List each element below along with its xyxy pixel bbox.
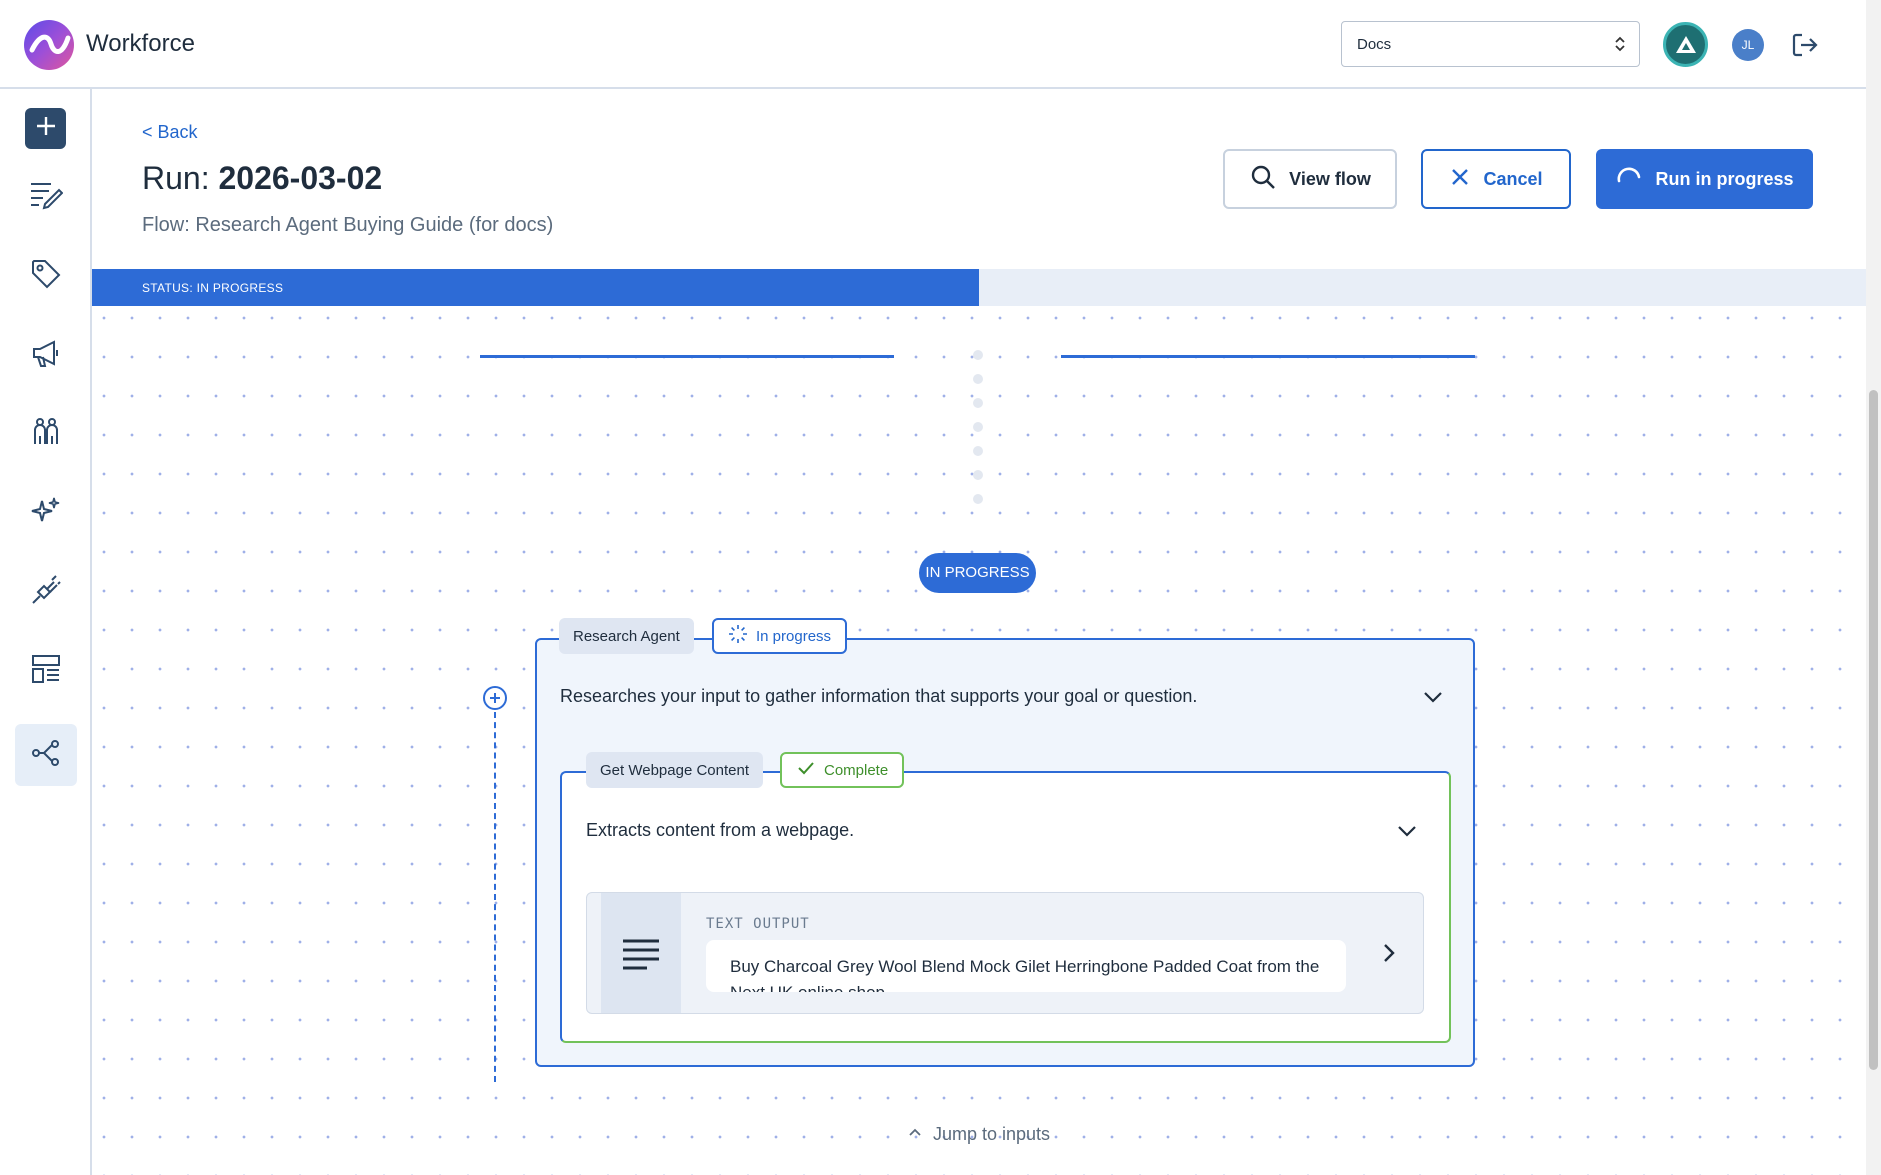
- timeline-dashed-line: [494, 712, 496, 1082]
- jump-to-inputs-label: Jump to inputs: [933, 1124, 1050, 1145]
- flow-subtitle: Flow: Research Agent Buying Guide (for d…: [142, 214, 553, 237]
- spinner-icon: [1615, 163, 1655, 196]
- view-flow-button[interactable]: View flow: [1223, 149, 1397, 209]
- sidebar-item-edit[interactable]: [15, 166, 77, 228]
- page-title: Run: 2026-03-02: [142, 160, 382, 197]
- tool-step-status: Complete: [780, 752, 904, 788]
- logout-icon[interactable]: [1790, 30, 1820, 65]
- megaphone-icon: [30, 337, 62, 374]
- step-timeline: [483, 686, 507, 710]
- sidebar: [0, 89, 92, 1175]
- workspace-select[interactable]: Docs: [1341, 21, 1640, 67]
- view-flow-label: View flow: [1289, 169, 1371, 190]
- chevron-down-icon[interactable]: [1396, 820, 1418, 847]
- agent-step-status: In progress: [712, 618, 847, 654]
- add-button[interactable]: [25, 108, 66, 149]
- tool-step-tag: Get Webpage Content: [586, 752, 763, 788]
- chevron-up-icon: [907, 1124, 933, 1145]
- plus-icon: [34, 114, 58, 143]
- sidebar-item-users[interactable]: [15, 403, 77, 465]
- back-link[interactable]: < Back: [142, 122, 198, 143]
- agent-step-tag: Research Agent: [559, 618, 694, 654]
- text-lines-icon: [601, 893, 681, 1014]
- brand-name: Workforce: [86, 30, 195, 58]
- cancel-button[interactable]: Cancel: [1421, 149, 1571, 209]
- jump-to-inputs-link[interactable]: Jump to inputs: [907, 1124, 1050, 1145]
- run-name: 2026-03-02: [218, 160, 382, 196]
- agent-step-description: Researches your input to gather informat…: [560, 686, 1197, 707]
- scrollbar-thumb[interactable]: [1869, 390, 1878, 1070]
- run-in-progress-button[interactable]: Run in progress: [1596, 149, 1813, 209]
- page-scrollbar[interactable]: [1866, 0, 1881, 1175]
- status-text: STATUS: IN PROGRESS: [142, 281, 283, 295]
- flow-icon: [31, 738, 61, 773]
- status-ring-icon[interactable]: [1663, 22, 1708, 67]
- text-output-box[interactable]: TEXT OUTPUT Buy Charcoal Grey Wool Blend…: [586, 892, 1424, 1014]
- sparkles-icon: [30, 495, 62, 532]
- workforce-logo[interactable]: [24, 20, 74, 70]
- add-step-icon[interactable]: [483, 686, 507, 710]
- title-prefix: Run:: [142, 160, 218, 196]
- run-label: Run in progress: [1655, 169, 1793, 190]
- sidebar-item-integrations[interactable]: [15, 561, 77, 623]
- close-icon: [1449, 166, 1483, 193]
- tag-icon: [30, 258, 62, 295]
- agent-step-status-label: In progress: [756, 628, 831, 645]
- text-output-label: TEXT OUTPUT: [706, 916, 810, 932]
- text-output-value: Buy Charcoal Grey Wool Blend Mock Gilet …: [706, 940, 1346, 992]
- status-progress-bar: STATUS: IN PROGRESS: [92, 269, 1866, 306]
- edit-list-icon: [29, 180, 63, 215]
- tool-step-status-label: Complete: [824, 762, 888, 779]
- stage-status-pill: IN PROGRESS: [919, 553, 1036, 593]
- tool-step-description: Extracts content from a webpage.: [586, 820, 854, 841]
- people-icon: [30, 416, 62, 453]
- sidebar-item-ai[interactable]: [15, 482, 77, 544]
- sidebar-item-templates[interactable]: [15, 640, 77, 702]
- search-icon: [1249, 163, 1289, 196]
- loading-icon: [728, 624, 756, 648]
- stage-line-right: [1061, 355, 1475, 358]
- connector-dots: [973, 350, 985, 518]
- chevron-down-icon[interactable]: [1422, 686, 1444, 713]
- cancel-label: Cancel: [1483, 169, 1542, 190]
- sidebar-item-flows[interactable]: [15, 724, 77, 786]
- user-avatar[interactable]: JL: [1732, 29, 1764, 61]
- layout-icon: [30, 653, 62, 690]
- stage-line-left: [480, 355, 894, 358]
- sidebar-item-campaigns[interactable]: [15, 324, 77, 386]
- sidebar-item-tags[interactable]: [15, 245, 77, 307]
- updown-chevron-icon: [1613, 34, 1627, 59]
- chevron-right-icon[interactable]: [1376, 940, 1402, 971]
- plug-icon: [30, 574, 62, 611]
- workspace-select-value: Docs: [1357, 36, 1391, 53]
- check-icon: [796, 758, 824, 782]
- top-bar: Workforce Docs JL: [0, 0, 1866, 89]
